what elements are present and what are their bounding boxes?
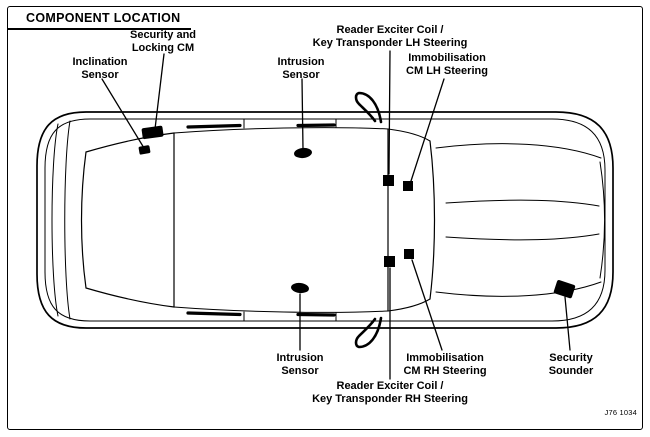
boot-lid-seam: [64, 120, 71, 320]
side-mirror-lh: [354, 91, 383, 124]
leader-security-locking-cm: [154, 53, 165, 130]
leader-immobilisation-rh: [411, 259, 443, 351]
marker-intrusion-sensor-rear: [291, 282, 309, 294]
marker-reader-exciter-rh: [384, 256, 395, 267]
label-security-locking-cm: Security and Locking CM: [129, 29, 197, 54]
label-security-sounder: Security Sounder: [548, 352, 594, 377]
roof-rail-right: [173, 306, 389, 313]
figure-title: COMPONENT LOCATION: [26, 11, 181, 25]
grille-line: [599, 161, 605, 279]
windscreen-bottom-edge: [387, 298, 431, 312]
figure-border: [7, 6, 643, 430]
marker-immobilisation-lh: [403, 181, 413, 191]
bonnet-crease-left: [445, 199, 600, 207]
leader-security-sounder: [564, 296, 571, 351]
bonnet-crease-right: [445, 233, 600, 241]
windscreen-top-edge: [387, 128, 431, 142]
leader-inclination-sensor: [101, 78, 145, 149]
car-body-outline: [36, 111, 614, 329]
marker-reader-exciter-lh: [383, 175, 394, 186]
door-frame-mark-3: [186, 311, 242, 317]
bonnet-fender-line-left: [435, 143, 602, 159]
windscreen-base: [429, 140, 436, 300]
title-underline: [8, 28, 191, 30]
marker-security-sounder: [553, 280, 576, 299]
leader-immobilisation-lh: [410, 78, 445, 182]
marker-immobilisation-rh: [404, 249, 414, 259]
leader-reader-exciter-lh: [388, 50, 391, 175]
leader-intrusion-sensor-front: [301, 78, 304, 150]
label-reader-exciter-lh: Reader Exciter Coil / Key Transponder LH…: [312, 24, 468, 49]
label-intrusion-sensor-front: Intrusion Sensor: [277, 56, 325, 81]
label-intrusion-sensor-rear: Intrusion Sensor: [276, 352, 324, 377]
label-reader-exciter-rh: Reader Exciter Coil / Key Transponder RH…: [312, 380, 468, 405]
door-frame-mark-2: [296, 123, 336, 128]
label-inclination-sensor: Inclination Sensor: [72, 56, 128, 81]
door-frame-mark-1: [186, 123, 242, 129]
side-mirror-rh: [354, 316, 383, 349]
door-frame-mark-4: [296, 312, 336, 317]
marker-security-locking-cm: [141, 125, 164, 140]
rear-screen: [80, 132, 175, 308]
marker-inclination-sensor: [138, 145, 151, 155]
marker-intrusion-sensor-front: [294, 147, 312, 159]
bonnet-fender-line-right: [435, 281, 602, 297]
car-body-inner-line: [44, 118, 606, 322]
rear-bumper-seam: [51, 123, 59, 317]
roof-rail-left: [173, 127, 389, 134]
label-immobilisation-lh: Immobilisation CM LH Steering: [406, 52, 488, 77]
figure-number: J76 1034: [604, 408, 637, 417]
label-immobilisation-rh: Immobilisation CM RH Steering: [403, 352, 487, 377]
